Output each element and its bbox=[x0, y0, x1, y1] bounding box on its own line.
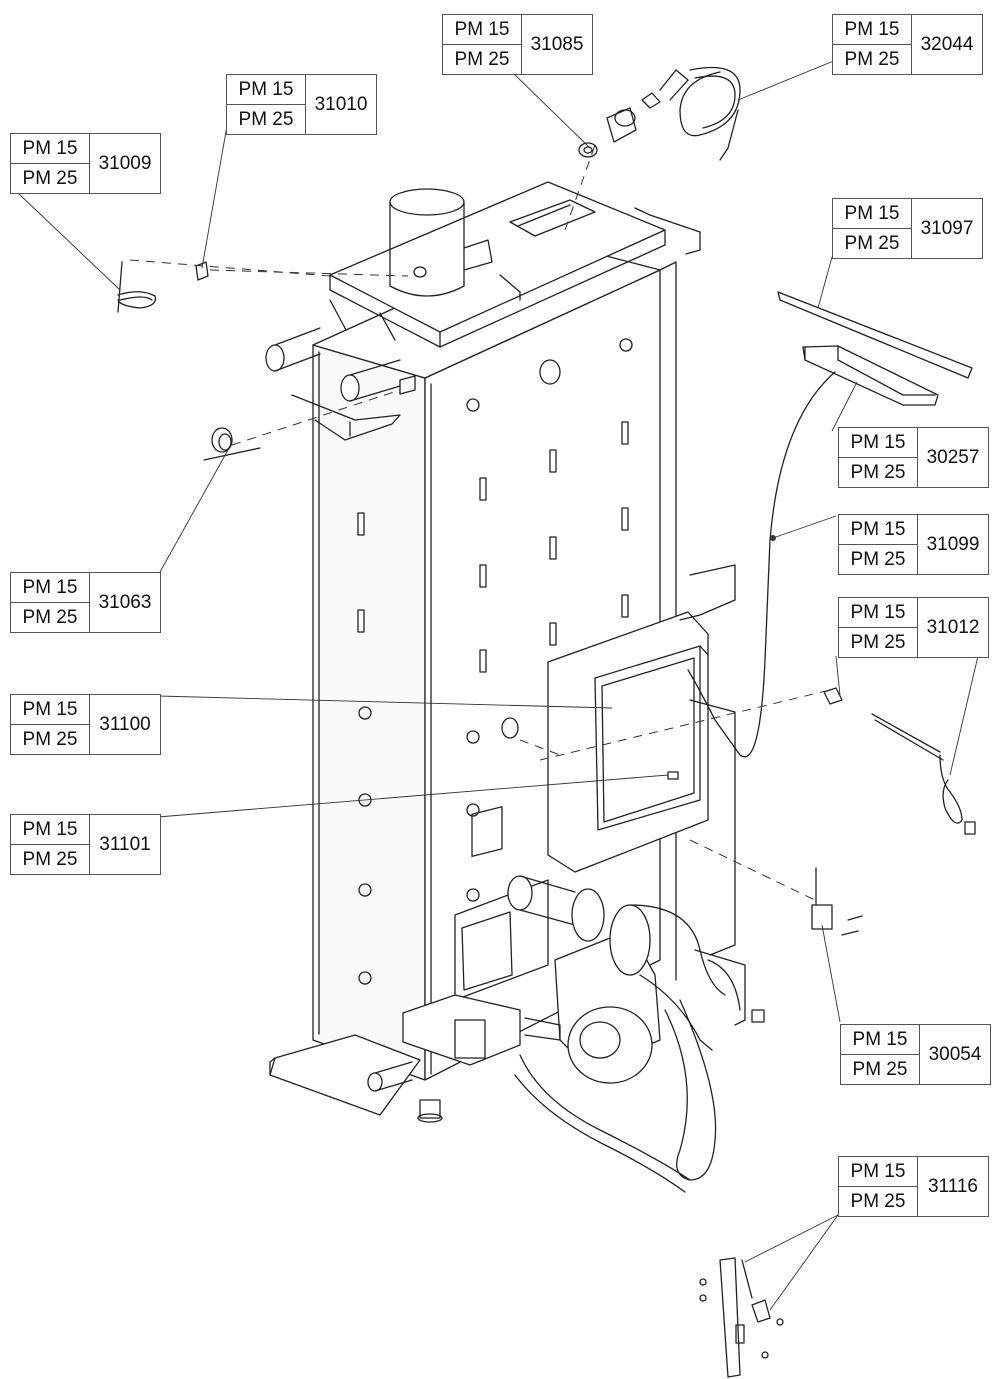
model-label: PM 15 bbox=[442, 14, 522, 45]
gas-valve-and-base bbox=[269, 994, 561, 1123]
part-31085 bbox=[578, 107, 637, 158]
part-number: 30257 bbox=[917, 427, 989, 488]
part-number: 31116 bbox=[917, 1156, 989, 1217]
part-31063 bbox=[203, 427, 261, 461]
callout-31085: PM 15 31085 PM 25 bbox=[442, 14, 593, 75]
model-label: PM 15 bbox=[838, 1156, 918, 1187]
model-label: PM 25 bbox=[832, 44, 912, 75]
model-label: PM 25 bbox=[10, 602, 90, 633]
model-label: PM 25 bbox=[838, 627, 918, 658]
callout-31012: PM 15 31012 PM 25 bbox=[838, 597, 989, 658]
model-label: PM 15 bbox=[832, 14, 912, 45]
part-number: 31012 bbox=[917, 597, 989, 658]
left-pipe-stubs bbox=[265, 327, 416, 441]
part-31010 bbox=[195, 261, 209, 281]
part-number: 30054 bbox=[919, 1024, 991, 1085]
model-label: PM 15 bbox=[10, 814, 90, 845]
flue-pipe bbox=[389, 188, 493, 297]
part-number: 31085 bbox=[521, 14, 593, 75]
model-label: PM 15 bbox=[832, 198, 912, 229]
part-number: 31099 bbox=[917, 514, 989, 575]
model-label: PM 25 bbox=[10, 844, 90, 875]
part-32044 bbox=[641, 66, 741, 161]
callout-31101: PM 15 31101 PM 25 bbox=[10, 814, 161, 875]
callout-31010: PM 15 31010 PM 25 bbox=[226, 74, 377, 135]
model-label: PM 15 bbox=[840, 1024, 920, 1055]
callout-31100: PM 15 31100 PM 25 bbox=[10, 694, 161, 755]
model-label: PM 25 bbox=[838, 1186, 918, 1217]
part-number: 31101 bbox=[89, 814, 161, 875]
part-number: 31009 bbox=[89, 133, 161, 194]
callout-31116: PM 15 31116 PM 25 bbox=[838, 1156, 989, 1217]
model-label: PM 15 bbox=[838, 597, 918, 628]
part-31097 bbox=[777, 291, 973, 379]
callout-31009: PM 15 31009 PM 25 bbox=[10, 133, 161, 194]
part-31012 bbox=[823, 687, 976, 835]
model-label: PM 25 bbox=[10, 163, 90, 194]
part-31009 bbox=[117, 261, 157, 313]
model-label: PM 25 bbox=[838, 457, 918, 488]
callout-32044: PM 15 32044 PM 25 bbox=[832, 14, 983, 75]
control-box bbox=[547, 564, 736, 956]
burner-assembly bbox=[454, 806, 765, 1193]
model-label: PM 15 bbox=[10, 133, 90, 164]
part-number: 31063 bbox=[89, 572, 161, 633]
model-label: PM 25 bbox=[442, 44, 522, 75]
model-label: PM 25 bbox=[840, 1054, 920, 1085]
model-label: PM 15 bbox=[838, 514, 918, 545]
callout-31097: PM 15 31097 PM 25 bbox=[832, 198, 983, 259]
callout-30257: PM 15 30257 PM 25 bbox=[838, 427, 989, 488]
callout-30054: PM 15 30054 PM 25 bbox=[840, 1024, 991, 1085]
part-30054 bbox=[811, 867, 863, 936]
model-label: PM 25 bbox=[832, 228, 912, 259]
side-openings bbox=[357, 338, 633, 985]
callout-31099: PM 15 31099 PM 25 bbox=[838, 514, 989, 575]
model-label: PM 15 bbox=[10, 694, 90, 725]
model-label: PM 15 bbox=[10, 572, 90, 603]
model-label: PM 25 bbox=[226, 104, 306, 135]
part-30257 bbox=[687, 345, 939, 758]
model-label: PM 15 bbox=[226, 74, 306, 105]
callout-31063: PM 15 31063 PM 25 bbox=[10, 572, 161, 633]
part-number: 31097 bbox=[911, 198, 983, 259]
part-number: 32044 bbox=[911, 14, 983, 75]
part-number: 31010 bbox=[305, 74, 377, 135]
model-label: PM 25 bbox=[10, 724, 90, 755]
part-number: 31100 bbox=[89, 694, 161, 755]
part-31116 bbox=[699, 1257, 784, 1378]
model-label: PM 25 bbox=[838, 544, 918, 575]
model-label: PM 15 bbox=[838, 427, 918, 458]
